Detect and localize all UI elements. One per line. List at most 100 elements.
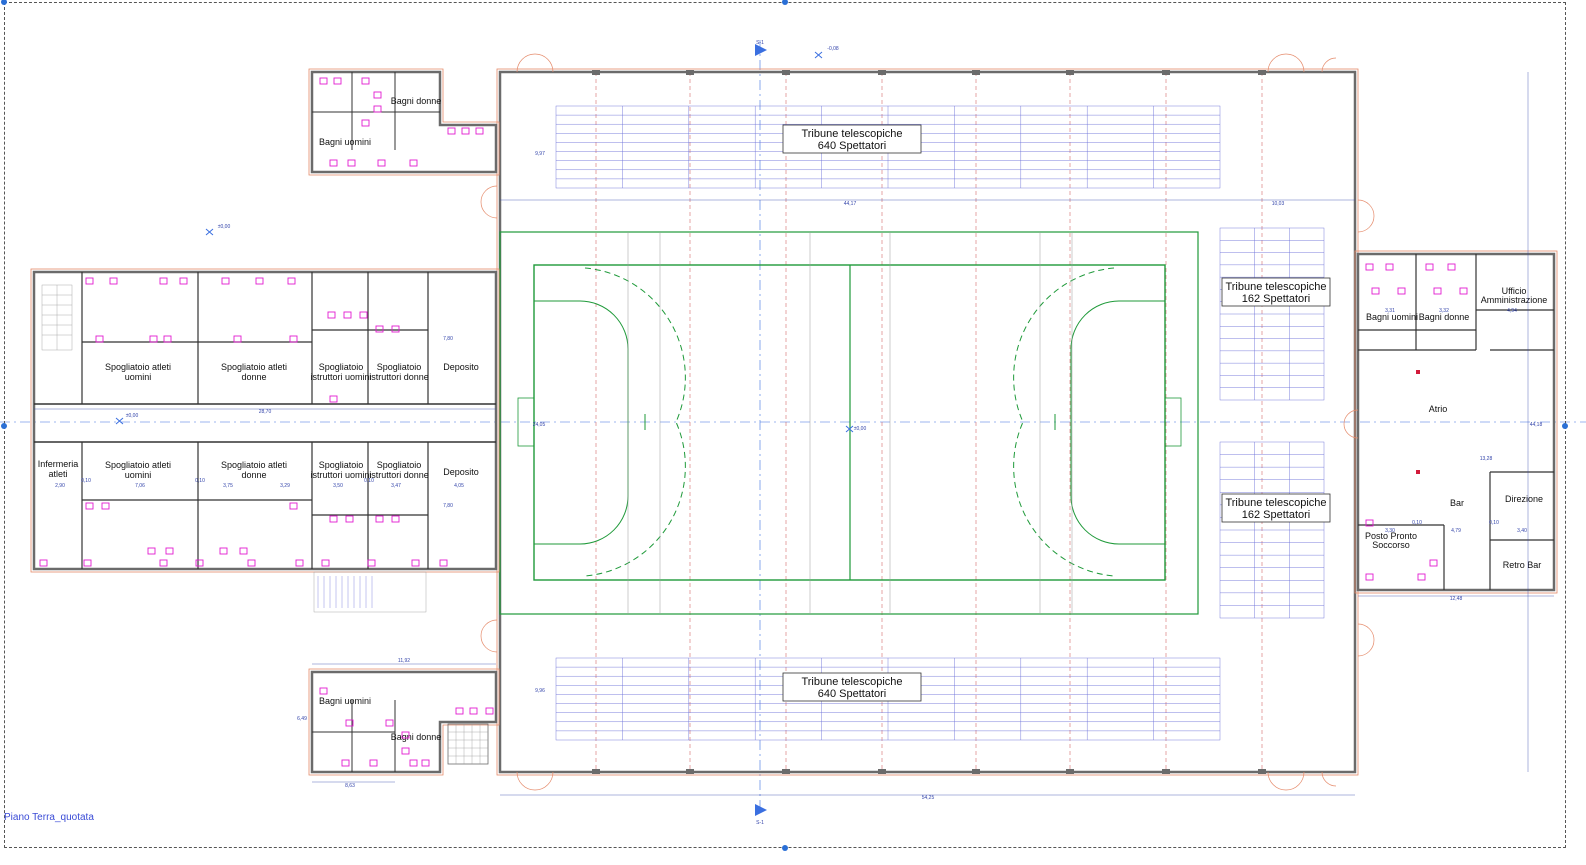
sanitary-fixture [401,747,410,755]
sanitary-fixture [159,277,168,285]
svg-text:Tribune telescopiche: Tribune telescopiche [1225,281,1326,293]
selection-handle-bottom-center[interactable] [782,845,788,851]
sanitary-fixture [469,707,478,715]
sanitary-fixture [1459,287,1468,295]
sanitary-fixture [1385,263,1394,271]
svg-text:3,29: 3,29 [280,483,290,489]
sheet-title: Piano Terra_quotata [4,812,94,823]
svg-text:7,80: 7,80 [443,336,453,342]
dimension-texts: -0,08 44,17 10,03 28,70 24,05 44,18 54,2… [55,40,1542,826]
selection-handle-mid-left[interactable] [1,423,7,429]
sanitary-fixture [239,547,248,555]
svg-text:Bagni uomini: Bagni uomini [319,137,371,147]
selection-handle-mid-right[interactable] [1562,423,1568,429]
svg-text:640 Spettatori: 640 Spettatori [818,688,887,700]
sanitary-fixture [295,559,304,567]
tribune-south-seating [555,657,1221,741]
svg-text:3,31: 3,31 [1385,308,1395,314]
sanitary-fixture [391,515,400,523]
svg-text:Deposito: Deposito [443,467,479,477]
tribune-east-top-label: Tribune telescopiche 162 Spettatori [1221,277,1331,307]
sanitary-fixture [1397,287,1406,295]
svg-text:S-1: S-1 [756,40,764,46]
sanitary-fixture [159,559,168,567]
dimension-lines [34,72,1554,796]
svg-text:0,10: 0,10 [81,478,91,484]
svg-text:7,80: 7,80 [443,503,453,509]
svg-text:Spogliatoio: Spogliatoio [319,460,364,470]
sanitary-fixture [341,759,350,767]
level-markers [115,51,854,433]
sanitary-fixture [409,759,418,767]
svg-text:Spogliatoio: Spogliatoio [377,362,422,372]
sanitary-fixture [195,559,204,567]
svg-text:Soccorso: Soccorso [1372,540,1410,550]
svg-text:8,63: 8,63 [345,783,355,789]
svg-text:Bagni donne: Bagni donne [391,96,442,106]
sanitary-fixture [255,277,264,285]
tribune-north-seating [555,105,1221,189]
svg-text:istruttori uomini: istruttori uomini [310,470,371,480]
selection-handle-top-center[interactable] [782,0,788,5]
section-marker-top [755,44,767,56]
svg-text:3,30: 3,30 [1385,528,1395,534]
selection-handle-top-left[interactable] [1,0,7,5]
sanitary-fixture [39,559,48,567]
svg-text:2,90: 2,90 [55,483,65,489]
svg-text:Infermeria: Infermeria [38,459,79,469]
sanitary-fixture [329,159,338,167]
svg-text:4,05: 4,05 [454,483,464,489]
sanitary-fixture [411,559,420,567]
svg-text:0,10: 0,10 [1412,520,1422,526]
sanitary-fixture [85,277,94,285]
sanitary-fixture [319,77,328,85]
sanitary-fixture [219,547,228,555]
svg-text:Posto Pronto: Posto Pronto [1365,531,1417,541]
svg-text:donne: donne [241,470,266,480]
sanitary-fixture [361,77,370,85]
svg-text:Bagni uomini: Bagni uomini [319,696,371,706]
svg-text:Spogliatoio atleti: Spogliatoio atleti [105,362,171,372]
svg-text:Tribune telescopiche: Tribune telescopiche [801,128,902,140]
sanitary-fixture [1429,559,1438,567]
svg-text:S-1: S-1 [756,820,764,826]
sanitary-fixture [329,395,338,403]
sanitary-fixture [1447,263,1456,271]
svg-text:Tribune telescopiche: Tribune telescopiche [1225,497,1326,509]
svg-text:Amministrazione: Amministrazione [1481,295,1548,305]
exterior-doors [480,53,1375,791]
sanitary-fixture [1417,573,1426,581]
svg-text:Bagni donne: Bagni donne [391,732,442,742]
svg-text:54,25: 54,25 [922,795,935,801]
sanitary-fixture [289,335,298,343]
playing-field [499,231,1199,615]
toilet-block-northwest: Bagni donne Bagni uomini [308,68,500,176]
sanitary-fixture [361,119,370,127]
sanitary-fixture [321,559,330,567]
sanitary-fixture [345,515,354,523]
sanitary-fixture [247,559,256,567]
sanitary-fixture [83,559,92,567]
sanitary-fixture [359,311,368,319]
svg-text:0,10: 0,10 [364,478,374,484]
svg-text:donne: donne [241,372,266,382]
tribune-east-bottom-seating [1219,441,1325,619]
svg-text:3,50: 3,50 [333,483,343,489]
sanitary-fixture [85,502,94,510]
tribune-east-top-seating [1219,227,1325,401]
tribune-north-label: Tribune telescopiche 640 Spettatori [782,124,922,154]
sanitary-fixtures [39,77,1468,767]
svg-text:Retro Bar: Retro Bar [1503,560,1542,570]
sanitary-fixture [1365,573,1374,581]
section-marker-bottom [755,804,767,816]
svg-text:9,97: 9,97 [535,151,545,157]
svg-text:Atrio: Atrio [1429,404,1448,414]
svg-text:9,96: 9,96 [535,688,545,694]
sanitary-fixture [391,325,400,333]
changing-rooms-block: Spogliatoio atleti uomini Spogliatoio at… [30,268,500,613]
east-services-block: Ufficio Amministrazione Bagni uomini Bag… [1354,250,1558,594]
svg-text:162 Spettatori: 162 Spettatori [1242,509,1311,521]
svg-text:162 Spettatori: 162 Spettatori [1242,293,1311,305]
sanitary-fixture [1433,287,1442,295]
